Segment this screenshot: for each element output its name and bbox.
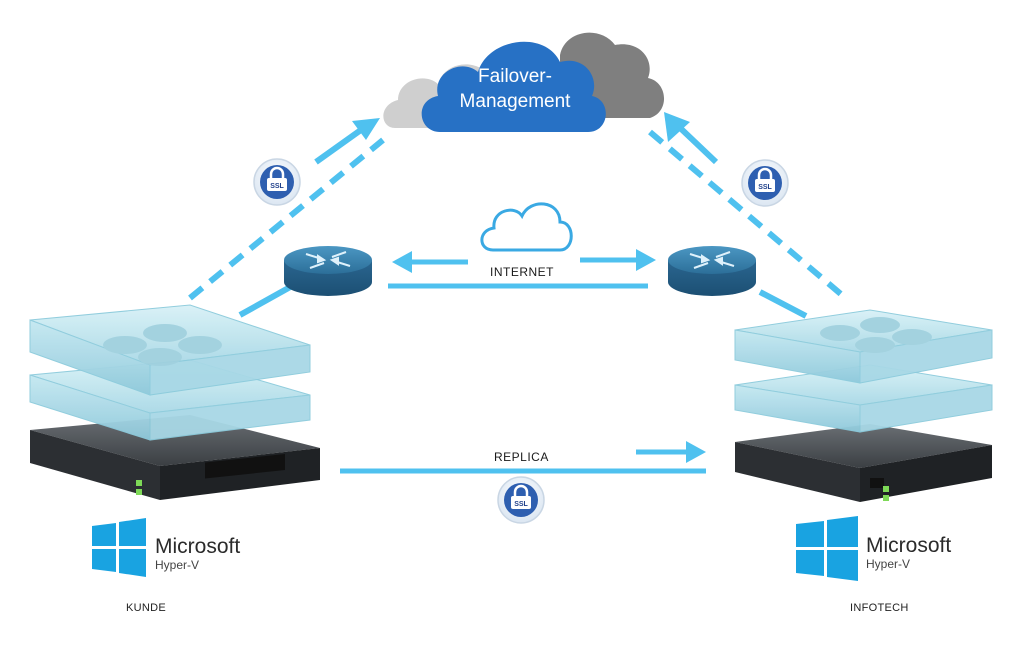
- ssl-label: SSL: [514, 501, 528, 508]
- server-stack-right: [734, 309, 993, 502]
- lock-icon: [755, 167, 775, 192]
- internet-link: [388, 202, 656, 289]
- failover-cloud: [383, 32, 665, 132]
- server-icon: [30, 415, 320, 500]
- server-icon: [29, 304, 311, 396]
- server-icon: [734, 364, 993, 433]
- cloud-title: Failover- Management: [440, 64, 590, 114]
- lock-icon: [511, 484, 531, 509]
- replica-label: REPLICA: [494, 450, 549, 464]
- ssl-label: SSL: [270, 183, 284, 190]
- server-icon: [735, 424, 992, 502]
- management-links: [188, 112, 844, 319]
- site-label-left: KUNDE: [126, 602, 167, 614]
- router-right: [668, 246, 756, 296]
- vendor-block-right: Microsoft Hyper-V: [866, 534, 952, 572]
- windows-logo-icon: [796, 516, 858, 581]
- cloud-title-line1: Failover-: [478, 66, 552, 87]
- server-stack-left: [29, 304, 320, 500]
- router-left: [284, 246, 372, 296]
- server-icon: [734, 309, 993, 384]
- arrow-to-cloud-right: [664, 112, 719, 165]
- arrow-replica-right: [636, 441, 706, 463]
- router-icon: [689, 251, 735, 269]
- lock-icon: [267, 166, 287, 191]
- windows-logo-icon: [92, 518, 146, 577]
- dashed-link-right: [648, 129, 844, 298]
- vendor-name: Microsoft: [155, 535, 241, 558]
- arrow-internet-left: [392, 251, 468, 273]
- product-name: Hyper-V: [155, 558, 200, 572]
- cloud-title-line2: Management: [459, 91, 571, 112]
- ssl-badge-left: SSL: [253, 158, 301, 206]
- product-name: Hyper-V: [866, 557, 911, 571]
- vendor-block-left: Microsoft Hyper-V: [155, 535, 241, 573]
- internet-label: INTERNET: [490, 265, 554, 279]
- replica-link: [340, 441, 706, 474]
- site-label-right: INFOTECH: [850, 602, 909, 614]
- router-icon: [305, 251, 351, 269]
- arrow-internet-right: [580, 249, 656, 271]
- cloud-icon: [421, 41, 606, 132]
- internet-cloud-icon: [480, 202, 573, 252]
- dashed-link-left: [188, 137, 385, 301]
- vendor-name: Microsoft: [866, 534, 952, 557]
- ssl-label: SSL: [758, 184, 772, 191]
- arrow-to-cloud-left: [314, 118, 380, 165]
- ssl-badge-replica: SSL: [497, 476, 545, 524]
- ssl-badge-right: SSL: [741, 159, 789, 207]
- router-link-left: [238, 283, 294, 318]
- router-link-right: [758, 289, 808, 319]
